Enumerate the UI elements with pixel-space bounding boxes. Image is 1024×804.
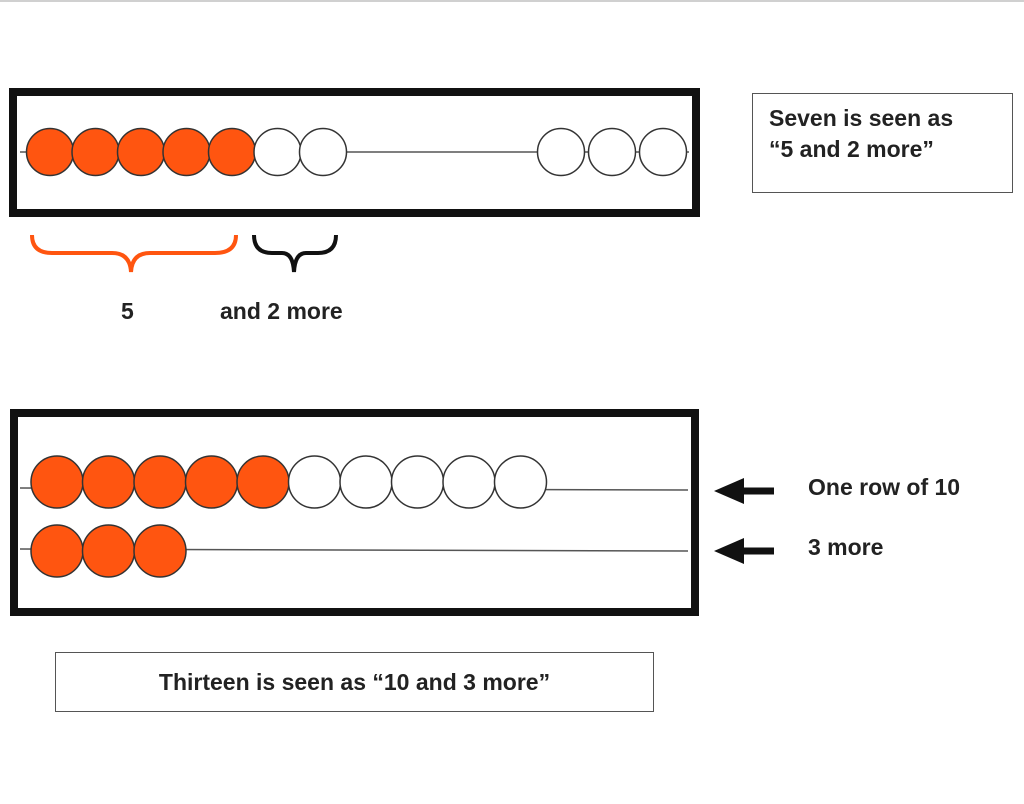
filled-bead [116,127,166,177]
filled-bead [207,127,257,177]
filled-bead [236,455,290,509]
brace-five-label: 5 [121,298,134,324]
filled-bead [30,524,84,578]
filled-bead [81,455,136,509]
filled-bead [25,127,75,177]
empty-bead [390,455,445,509]
brace-more [252,234,338,273]
empty-bead [298,127,348,177]
filled-bead [133,524,187,578]
top-border-line [0,0,1024,2]
seven-callout: Seven is seen as “5 and 2 more” [752,93,1013,193]
empty-bead [493,455,548,509]
empty-bead [339,455,393,509]
filled-bead [184,455,239,509]
seven-callout-line1: Seven is seen as [769,105,954,131]
filled-bead [81,524,136,578]
empty-bead [536,127,586,177]
thirteen-caption-text: Thirteen is seen as “10 and 3 more” [158,669,551,695]
brace-five [30,234,238,273]
thirteen-caption: Thirteen is seen as “10 and 3 more” [55,652,654,712]
arrow-row-2-icon [714,538,774,564]
empty-bead [287,455,342,509]
brace-more-label: and 2 more [220,298,343,324]
arrow-row-1-icon [714,478,774,504]
empty-bead [253,127,302,177]
filled-bead [30,455,84,509]
filled-bead [133,455,187,509]
row-of-ten-label: One row of 10 [808,474,961,500]
bottom-frame [10,409,699,616]
filled-bead [71,127,120,177]
empty-bead [587,127,637,177]
filled-bead [162,127,211,177]
empty-bead [442,455,496,509]
seven-callout-line2: “5 and 2 more” [769,136,934,162]
empty-bead [638,127,688,177]
three-more-label: 3 more [808,534,884,560]
